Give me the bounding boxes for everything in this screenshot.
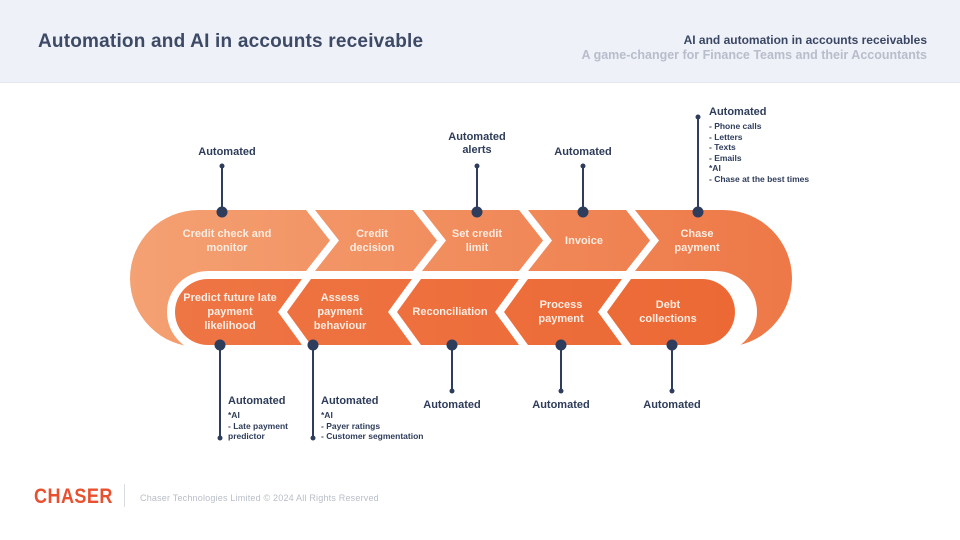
- callout-debt-collections: Automated: [643, 399, 701, 411]
- chaser-logo: CHASER: [34, 485, 113, 508]
- stage-assess-payment-behaviour: Assess payment behaviour: [313, 292, 367, 333]
- callout-assess-payment-title: Automated: [321, 395, 379, 407]
- callout-predict-future: Automated *AI- Late payment predictor: [228, 395, 300, 442]
- stage-credit-decision: Credit decision: [349, 228, 395, 255]
- stage-invoice: Invoice: [565, 235, 603, 247]
- stage-credit-check-and-monitor: Credit check and monitor: [182, 228, 272, 255]
- footer-divider: [124, 484, 125, 507]
- callout-connectors: [214, 114, 704, 441]
- callout-chase-payment: Automated - Phone calls- Letters- Texts-…: [709, 106, 834, 184]
- stage-predict-future-late-payment: Predict future late payment likelihood: [183, 292, 277, 333]
- callout-predict-future-items: *AI- Late payment predictor: [228, 410, 288, 441]
- callout-predict-future-title: Automated: [228, 395, 286, 407]
- copyright-text: Chaser Technologies Limited © 2024 All R…: [140, 493, 379, 503]
- stage-process-payment: Process payment: [538, 299, 584, 326]
- stage-chase-payment: Chase payment: [674, 228, 720, 255]
- callout-reconciliation: Automated: [423, 399, 481, 411]
- stage-debt-collections: Debt collections: [639, 299, 697, 326]
- loop-inner-track: [175, 279, 735, 345]
- header-band: [0, 0, 960, 83]
- callout-set-credit-limit: Automated alerts: [448, 131, 506, 156]
- page-title: Automation and AI in accounts receivable: [38, 31, 424, 52]
- callout-credit-check: Automated: [198, 146, 256, 158]
- bottom-row-chevron-gaps: [278, 279, 631, 345]
- top-row-chevron-gaps: [306, 210, 659, 271]
- subtitle-light: A game-changer for Finance Teams and the…: [581, 48, 927, 62]
- callout-assess-payment-items: *AI- Payer ratings- Customer segmentatio…: [321, 410, 424, 441]
- subtitle-bold: AI and automation in accounts receivable…: [683, 33, 927, 47]
- stage-reconciliation: Reconciliation: [412, 306, 488, 318]
- callout-invoice: Automated: [554, 146, 612, 158]
- callout-chase-payment-items: - Phone calls- Letters- Texts- Emails*AI…: [709, 121, 810, 184]
- callout-process-payment: Automated: [532, 399, 590, 411]
- header-subtitle: AI and automation in accounts receivable…: [582, 33, 927, 63]
- callout-chase-payment-title: Automated: [709, 106, 767, 118]
- callout-assess-payment: Automated *AI- Payer ratings- Customer s…: [321, 395, 451, 442]
- stage-set-credit-limit: Set credit limit: [451, 228, 503, 255]
